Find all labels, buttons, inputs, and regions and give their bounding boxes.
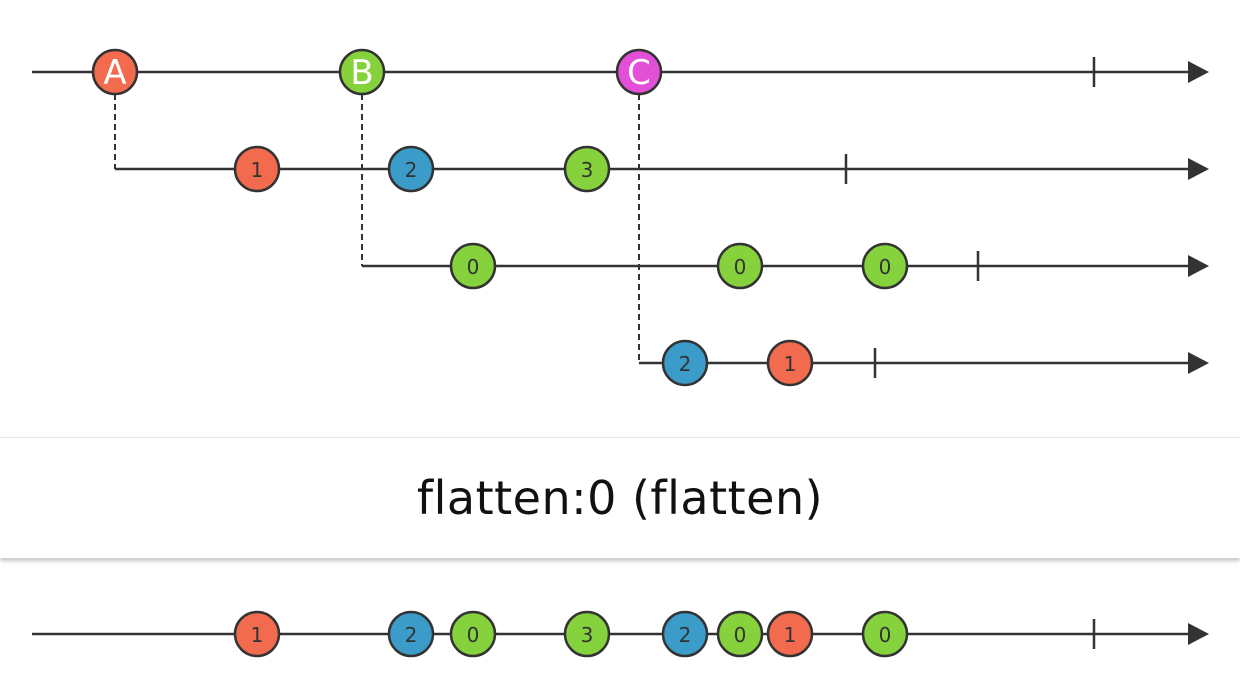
timeline-layer (32, 57, 1209, 649)
output-marble-3-circle (563, 610, 611, 658)
output-marble-1: 2 (387, 610, 435, 658)
operator-box: flatten:0 (flatten) (0, 437, 1240, 558)
inner-stream-2-marble-0: 2 (661, 339, 709, 387)
inner-stream-1-arrow-head (1188, 255, 1209, 277)
inner-stream-2-arrow-head (1188, 352, 1209, 374)
inner-stream-0-marble-2: 3 (563, 145, 611, 193)
output-marble-4-circle (661, 610, 709, 658)
marble-layer: 1 2 3 0 0 0 2 1 A B C 1 2 0 3 2 0 1 0 (91, 48, 909, 658)
inner-stream-0-marble-1: 2 (387, 145, 435, 193)
output-marble-6-label: 1 (784, 623, 797, 647)
source-marble-0-label: A (103, 53, 126, 93)
inner-stream-1-marble-2: 0 (861, 242, 909, 290)
inner-stream-1-marble-2-label: 0 (879, 255, 892, 279)
inner-stream-2-marble-1-circle (766, 339, 814, 387)
output-marble-5-circle (716, 610, 764, 658)
inner-stream-1-marble-1-circle (716, 242, 764, 290)
source-marble-0: A (91, 48, 139, 96)
output-marble-4: 2 (661, 610, 709, 658)
output-marble-6-circle (766, 610, 814, 658)
output-marble-2-circle (449, 610, 497, 658)
source-marble-1-circle (338, 48, 386, 96)
output-marble-2: 0 (449, 610, 497, 658)
inner-stream-2-marble-0-label: 2 (679, 352, 692, 376)
inner-stream-0-marble-0: 1 (233, 145, 281, 193)
inner-stream-1-marble-0-label: 0 (467, 255, 480, 279)
output-marble-7-circle (861, 610, 909, 658)
inner-stream-1-marble-0-circle (449, 242, 497, 290)
output-marble-3: 3 (563, 610, 611, 658)
operator-label: flatten:0 (flatten) (416, 471, 824, 525)
inner-stream-0-marble-1-label: 2 (405, 158, 418, 182)
source-marble-2: C (615, 48, 663, 96)
output-marble-5: 0 (716, 610, 764, 658)
output-marble-1-label: 2 (405, 623, 418, 647)
output-marble-5-label: 0 (734, 623, 747, 647)
output-marble-4-label: 2 (679, 623, 692, 647)
inner-stream-2-marble-1-label: 1 (784, 352, 797, 376)
inner-stream-1-marble-1-label: 0 (734, 255, 747, 279)
output-marble-7-label: 0 (879, 623, 892, 647)
output-stream-arrow-head (1188, 623, 1209, 645)
source-marble-2-circle (615, 48, 663, 96)
inner-stream-0-marble-2-label: 3 (581, 158, 594, 182)
connector-layer (114, 94, 640, 363)
source-marble-1-label: B (350, 53, 373, 93)
output-marble-0-label: 1 (251, 623, 264, 647)
output-marble-1-circle (387, 610, 435, 658)
output-marble-3-label: 3 (581, 623, 594, 647)
output-marble-7: 0 (861, 610, 909, 658)
inner-stream-0-marble-1-circle (387, 145, 435, 193)
inner-stream-1-marble-0: 0 (449, 242, 497, 290)
inner-stream-2-marble-0-circle (661, 339, 709, 387)
source-marble-2-label: C (627, 53, 651, 93)
inner-stream-1-marble-2-circle (861, 242, 909, 290)
source-stream-arrow-head (1188, 61, 1209, 83)
output-marble-0: 1 (233, 610, 281, 658)
inner-stream-2-marble-1: 1 (766, 339, 814, 387)
source-marble-1: B (338, 48, 386, 96)
inner-stream-0-marble-0-label: 1 (251, 158, 264, 182)
inner-stream-1-marble-1: 0 (716, 242, 764, 290)
inner-stream-0-marble-0-circle (233, 145, 281, 193)
output-marble-0-circle (233, 610, 281, 658)
source-marble-0-circle (91, 48, 139, 96)
output-marble-2-label: 0 (467, 623, 480, 647)
inner-stream-0-marble-2-circle (563, 145, 611, 193)
output-marble-6: 1 (766, 610, 814, 658)
inner-stream-0-arrow-head (1188, 158, 1209, 180)
